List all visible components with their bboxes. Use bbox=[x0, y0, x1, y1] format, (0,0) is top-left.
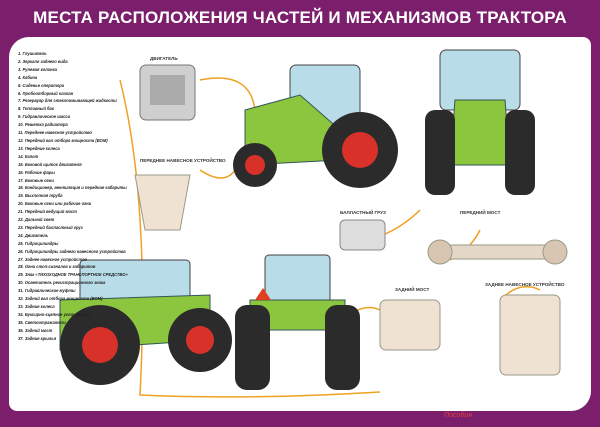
parts-list-item: 21. Передний ведущий мост bbox=[18, 209, 77, 215]
parts-list-item: 27. Заднее навесное устройство bbox=[18, 256, 88, 262]
tractor-front-view bbox=[425, 49, 535, 195]
parts-list-item: 2. Зеркало заднего вида bbox=[18, 58, 68, 64]
tractor-side-view bbox=[233, 64, 398, 188]
parts-list-item: 24. Двигатель bbox=[18, 232, 49, 238]
parts-list-item: 26. Гидроцилиндры заднего навесного устр… bbox=[18, 248, 126, 254]
tractor-rear-view bbox=[235, 254, 360, 390]
front-hitch-image bbox=[134, 174, 191, 231]
label-engine: ДВИГАТЕЛЬ bbox=[150, 56, 178, 61]
parts-list-item: 10. Решетка радиатора bbox=[18, 122, 68, 128]
parts-list-item: 22. Дальний свет bbox=[18, 217, 55, 223]
parts-list-item: 34. Буксирно-сцепное устройство bbox=[18, 311, 91, 317]
poster-title: МЕСТА РАСПОЛОЖЕНИЯ ЧАСТЕЙ И МЕХАНИЗМОВ Т… bbox=[33, 8, 567, 27]
parts-list-item: 1. Глушитель bbox=[18, 51, 47, 56]
engine-image bbox=[139, 64, 196, 121]
label-rear-axle: ЗАДНИЙ МОСТ bbox=[395, 287, 430, 292]
rear-hitch-image bbox=[499, 294, 561, 376]
parts-list-item: 15. Боковой щиток двигателя bbox=[18, 161, 82, 167]
parts-list-item: 9. Гидравлическое шасси bbox=[18, 114, 71, 120]
parts-list-item: 4. Кабина bbox=[18, 74, 38, 80]
parts-list-item: 13. Передние колеса bbox=[18, 145, 60, 151]
parts-list-item: 14. Капот bbox=[18, 153, 39, 159]
tractor-rear-three-quarter bbox=[59, 259, 232, 385]
parts-list-item: 32. Задний вал отбора мощности (ВОМ) bbox=[18, 296, 103, 302]
parts-list-item: 12. Передний вал отбора мощности (ВОМ) bbox=[18, 137, 108, 143]
parts-list-item: 28. Огни стоп-сигналов и габаритов bbox=[18, 264, 96, 270]
label-front-axle: ПЕРЕДНИЙ МОСТ bbox=[460, 210, 501, 215]
ballast-image bbox=[339, 219, 386, 251]
parts-list-item: 31. Гидравлические муфты bbox=[18, 288, 76, 294]
parts-list-item: 36. Задний мост bbox=[18, 327, 53, 333]
parts-list-item: 16. Рабочие фары bbox=[18, 169, 55, 175]
parts-list-item: 33. Задние колеса bbox=[18, 304, 55, 309]
parts-list-item: 18. Кондиционер, вентиляция и передние г… bbox=[18, 185, 127, 191]
parts-list-item: 30. Осветитель регистрационного знака bbox=[18, 280, 106, 286]
parts-list-item: 3. Рулевая колонка bbox=[18, 66, 58, 72]
parts-list-item: 23. Передний балластный груз bbox=[18, 224, 83, 230]
parts-list-item: 17. Боковые огни bbox=[18, 177, 54, 183]
parts-list-item: 8. Топливный бак bbox=[18, 106, 54, 112]
parts-list-item: 20. Боковые огни или рабочие огни bbox=[18, 201, 92, 207]
parts-list-item: 25. Гидроцилиндры bbox=[18, 240, 59, 246]
label-front-hitch: ПЕРЕДНЕЕ НАВЕСНОЕ УСТРОЙСТВО bbox=[140, 158, 226, 163]
parts-list-item: 35. Светоотражатели bbox=[18, 319, 66, 325]
parts-list-item: 5. Сиденье оператора bbox=[18, 82, 65, 88]
rear-axle-image bbox=[379, 299, 441, 351]
label-rear-hitch: ЗАДНЕЕ НАВЕСНОЕ УСТРОЙСТВО bbox=[485, 282, 565, 287]
front-axle-image bbox=[427, 239, 568, 265]
parts-list-item: 37. Задние крылья bbox=[18, 335, 57, 341]
parts-list-item: 11. Переднее навесное устройство bbox=[18, 130, 92, 136]
label-ballast: БАЛЛАСТНЫЙ ГРУЗ bbox=[340, 210, 386, 215]
parts-list-item: 19. Выхлопная труба bbox=[18, 193, 63, 199]
publisher-logo: Пособия bbox=[444, 412, 472, 419]
parts-list-item: 6. Пробоотборный клапан bbox=[18, 90, 74, 96]
parts-list: 1. Глушитель 2. Зеркало заднего вида 3. Ру… bbox=[18, 50, 138, 343]
parts-list-item: 7. Резервуар для стеклоомывающей жидкост… bbox=[18, 98, 117, 104]
parts-list-item: 29. Знак «ТИХОХОДНОЕ ТРАНСПОРТНОЕ СРЕДСТ… bbox=[18, 272, 128, 278]
